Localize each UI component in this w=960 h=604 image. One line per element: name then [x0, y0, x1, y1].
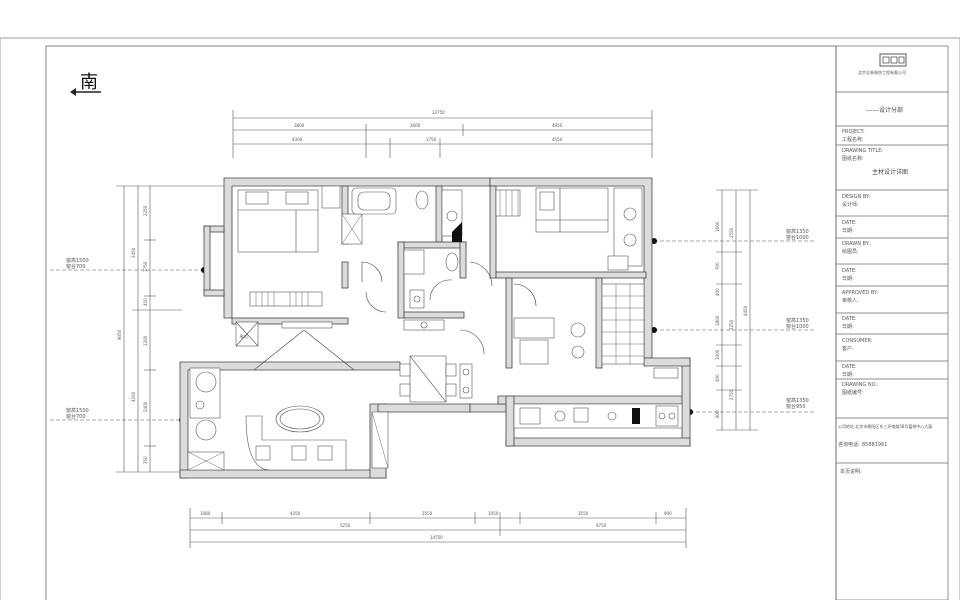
- drawing-title-value: 主材设计详图: [872, 168, 908, 176]
- note-left-top-2: 窗台700: [66, 263, 86, 270]
- date4-label: DATE:: [842, 364, 857, 370]
- bottom-dim-r1-c: 2550: [422, 511, 433, 516]
- bottom-dim-r2-b: 4750: [596, 523, 607, 528]
- left-dim-in-d: 1200: [143, 335, 148, 346]
- right-dim-mid-a: 2550: [729, 227, 734, 238]
- top-dim-r1-c: 4950: [552, 123, 563, 128]
- company-address: 公司地址:北京市朝阳区东三环南路58号富顿中心大厦: [838, 423, 932, 429]
- left-dim-outer: 9050: [117, 329, 122, 340]
- drawing-no-cn: 图纸编号:: [842, 389, 864, 396]
- outer-frame: [0, 37, 960, 604]
- note-left-bottom-2: 窗台700: [66, 413, 86, 420]
- top-dim-r2-c: 4550: [552, 137, 563, 142]
- bottom-dim-r1-b: 4350: [290, 511, 301, 516]
- note-right-bottom-1: 窗高1350: [786, 397, 809, 404]
- top-dim-r2-b: 1750: [426, 137, 437, 142]
- bottom-dim-r1-a: 1080: [200, 511, 211, 516]
- bottom-dim-r1-e: 3550: [578, 511, 589, 516]
- top-dimensions: [232, 110, 653, 158]
- bottom-dim-r1-d: 1050: [488, 511, 499, 516]
- consumer-label: CONSUMER:: [842, 338, 873, 344]
- north-arrow-icon: [70, 88, 101, 96]
- date2-cn: 日期:: [842, 276, 854, 282]
- consumer-cn: 客户:: [842, 345, 854, 352]
- note-right-mid-1: 窗高1350: [786, 317, 809, 324]
- top-dim-r2-a: 4300: [292, 137, 303, 142]
- window-marker-right-mid: [651, 327, 657, 333]
- drawing-no-label: DRAWING NO.:: [842, 382, 879, 388]
- dining-table: [399, 319, 473, 403]
- drawn-by-label: DRAWN BY:: [842, 241, 870, 247]
- living-room: 鞋柜: [187, 279, 453, 471]
- company-caption: 北京全装装饰工程有限公司: [858, 69, 906, 75]
- company-logo: [879, 53, 907, 67]
- right-dim-outer: 4450: [743, 305, 748, 316]
- top-dim-r1-b: 2600: [410, 123, 421, 128]
- date4-cn: 日期:: [842, 372, 854, 378]
- bottom-dimensions: [189, 508, 687, 548]
- bottom-dim-total: 14750: [430, 535, 443, 540]
- project-cn: 工程名称:: [842, 136, 864, 143]
- right-dim-in-g: 800: [715, 410, 720, 418]
- note-right-mid-2: 窗台1000: [786, 323, 809, 330]
- right-dim-in-a: 1600: [715, 221, 720, 232]
- date3-label: DATE:: [842, 316, 857, 322]
- right-dimensions: [716, 189, 758, 431]
- left-dim-in-e: 2400: [143, 401, 148, 412]
- left-dim-in-b: 1750: [143, 261, 148, 272]
- department-label: ------设计分部: [866, 106, 903, 114]
- phone-label: 咨询电话:: [838, 441, 860, 448]
- design-by-cn: 设计师:: [842, 201, 859, 208]
- window-marker-right-top: [651, 238, 657, 244]
- note-left-top-1: 窗高1500: [66, 257, 89, 264]
- left-dim-in-a: 2250: [143, 205, 148, 216]
- left-dim-mid-b: 4200: [131, 391, 136, 402]
- notes-label: 本页说明:: [840, 468, 862, 475]
- right-dim-mid-c: 2750: [729, 389, 734, 400]
- top-dim-total: 12750: [432, 110, 445, 115]
- project-label: PROJECT:: [842, 129, 865, 135]
- bathroom: [351, 187, 463, 309]
- master-bedroom: [237, 185, 383, 307]
- date2-label: DATE:: [842, 268, 857, 274]
- bottom-dim-r2-a: 5250: [340, 523, 351, 528]
- bottom-dim-r1-f: 900: [664, 511, 672, 516]
- drawing-title-cn: 图纸名称:: [842, 155, 864, 162]
- left-dimensions: [116, 185, 224, 473]
- left-dim-in-f: 350: [143, 456, 148, 464]
- note-right-top-2: 窗台1000: [786, 234, 809, 241]
- cabinet-label: 鞋柜: [240, 333, 248, 339]
- drawing-title-label: DRAWING TITLE:: [842, 148, 883, 154]
- left-dim-in-c: 450: [143, 298, 148, 306]
- design-by-label: DESIGN BY:: [842, 194, 870, 200]
- right-dim-in-e: 1000: [715, 349, 720, 360]
- right-dim-mid-b: 2250: [729, 319, 734, 330]
- drawn-by-cn: 绘图员:: [842, 248, 859, 255]
- compass-label: 南: [80, 72, 98, 93]
- right-dim-in-c: 400: [715, 288, 720, 296]
- top-dim-r1-a: 3800: [294, 123, 305, 128]
- date1-label: DATE:: [842, 220, 857, 226]
- note-right-bottom-2: 窗台950: [786, 403, 806, 410]
- kitchen-dining: [459, 283, 683, 429]
- right-dim-in-f: 400: [715, 374, 720, 382]
- right-dim-in-b: 700: [715, 262, 720, 270]
- left-dim-mid-a: 3450: [131, 247, 136, 258]
- phone-value: 85881961: [862, 442, 887, 448]
- approved-cn: 审核人:: [842, 297, 859, 304]
- right-dim-in-d: 1800: [715, 315, 720, 326]
- approved-label: APPROVED BY:: [842, 290, 878, 296]
- plan-walls: [179, 177, 691, 479]
- note-right-top-1: 窗高1350: [786, 228, 809, 235]
- note-left-bottom-1: 窗高1500: [66, 407, 89, 414]
- date1-cn: 日期:: [842, 228, 854, 234]
- date3-cn: 日期:: [842, 324, 854, 330]
- second-bedroom: [469, 187, 643, 287]
